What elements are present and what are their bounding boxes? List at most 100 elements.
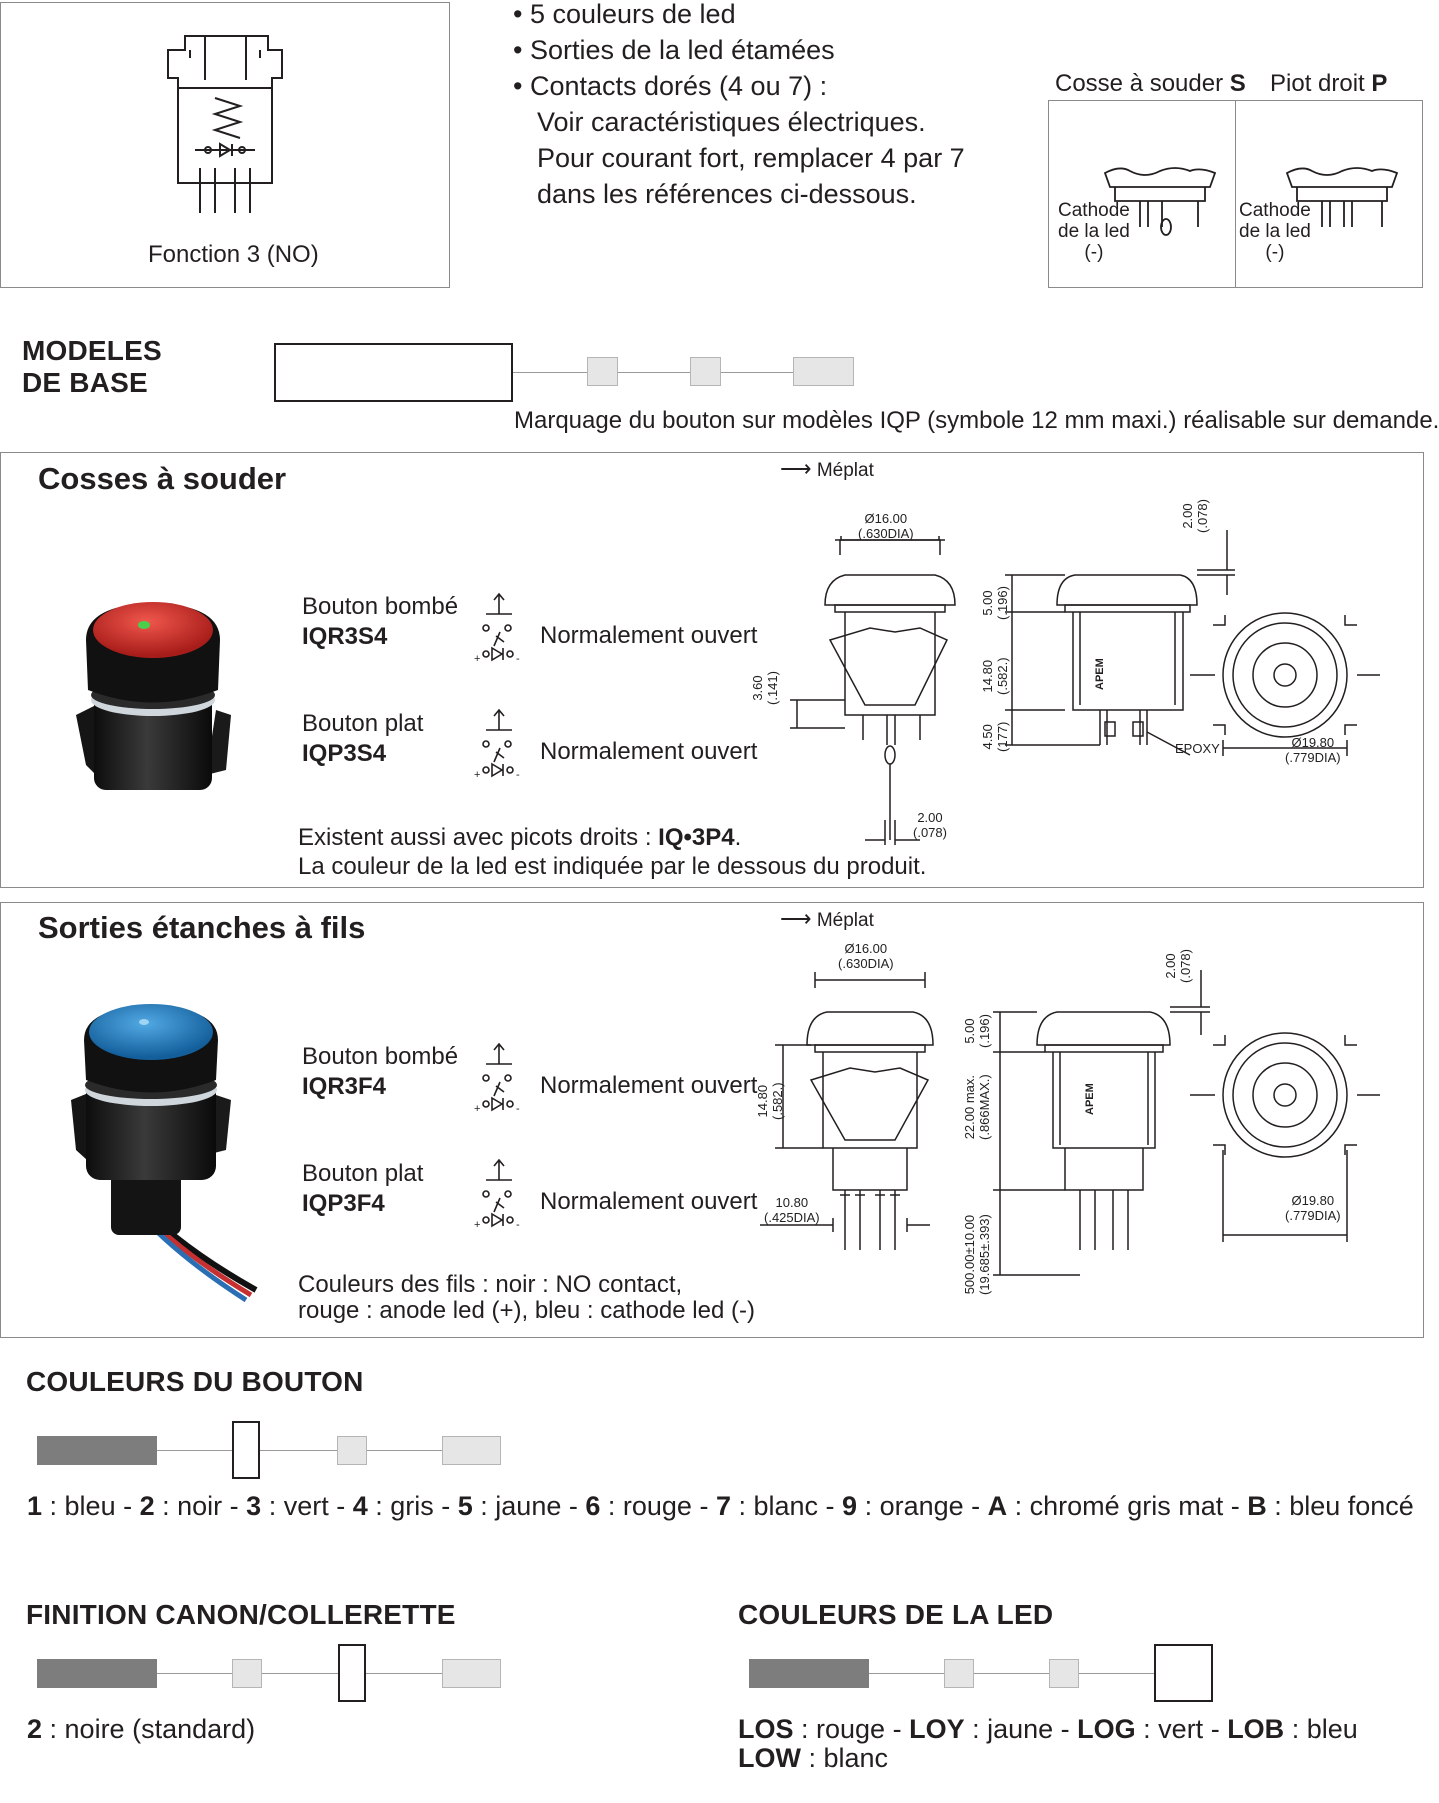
wires-dim-d4: 22.00 max. (.866MAX.) <box>962 1074 992 1140</box>
svg-text:+: + <box>474 653 480 665</box>
solder-dim-d4-in: (.582.) <box>995 657 1010 695</box>
wires-section-box <box>0 902 1424 1338</box>
button-color-code: 4 <box>352 1491 368 1521</box>
solder-dim-d6-mm: 3.60 <box>750 675 765 701</box>
button-color-code: 9 <box>842 1491 858 1521</box>
wires-note-1: Couleurs des fils : noir : NO contact, <box>298 1271 683 1298</box>
no-switch-symbol-icon: + - <box>474 708 520 781</box>
solder-dim-d4-mm: 14.80 <box>980 659 995 693</box>
led-color-code: LOS <box>738 1714 794 1744</box>
wires-dim-d8-mm: Ø19.80 <box>1291 1193 1335 1208</box>
legend-separator: - <box>885 1714 910 1744</box>
cathode-s-line-1: Cathode <box>1058 200 1130 221</box>
solder-dim-d5-in: (177) <box>995 721 1010 752</box>
wires-dim-d7: 500.00±10.00 (19.685±.393) <box>962 1214 992 1295</box>
wires-technical-drawing: APEM <box>760 970 1380 1276</box>
legend-separator: - <box>222 1491 247 1521</box>
button-color-name: : bleu <box>42 1491 116 1521</box>
button-code-color-box <box>232 1421 260 1479</box>
finish-heading: FINITION CANON/COLLERETTE <box>26 1599 456 1630</box>
led-code-slot-3 <box>1049 1659 1079 1688</box>
finish-code-line <box>37 1673 500 1674</box>
led-code-box <box>1154 1644 1213 1702</box>
led-color-name: : vert <box>1135 1714 1204 1744</box>
button-code-slot-3 <box>337 1436 367 1465</box>
led-color-code: LOY <box>909 1714 965 1744</box>
no-switch-symbol-icon: + - <box>474 1042 520 1115</box>
svg-text:-: - <box>516 769 520 781</box>
solder-item-2-type: Bouton plat <box>302 710 424 737</box>
terminal-s-code: S <box>1229 70 1246 97</box>
terminal-p-code: P <box>1371 70 1388 97</box>
legend-separator: - <box>328 1491 353 1521</box>
solder-dim-d6-in: (.141) <box>765 671 780 705</box>
button-color-name: : orange <box>857 1491 964 1521</box>
marking-note: Marquage du bouton sur modèles IQP (symb… <box>514 407 1439 434</box>
bullet-led-outputs: • Sorties de la led étamées <box>513 35 835 65</box>
wires-dim-d3: 5.00 (.196) <box>962 1014 992 1048</box>
svg-text:+: + <box>474 1219 480 1231</box>
wires-note-2: rouge : anode led (+), bleu : cathode le… <box>298 1297 755 1324</box>
wires-dim-d3-mm: 5.00 <box>962 1018 977 1044</box>
button-color-code: 3 <box>246 1491 262 1521</box>
terminal-p-label: Piot droit <box>1270 70 1365 97</box>
led-color-code: LOG <box>1077 1714 1136 1744</box>
button-code-slot-1 <box>37 1436 157 1465</box>
solder-dim-d2-mm: 2.00 <box>1180 503 1195 529</box>
legend-separator: - <box>1203 1714 1228 1744</box>
meplat-arrow-icon: ⟶ <box>780 906 812 931</box>
function-3-switch-drawing <box>167 35 283 213</box>
terminal-s-drawing <box>1103 167 1217 236</box>
bullet-contacts-line-3: dans les références ci-dessous. <box>537 179 917 209</box>
button-color-code: B <box>1247 1491 1267 1521</box>
svg-text:+: + <box>474 769 480 781</box>
cathode-s-line-2: de la led <box>1058 221 1130 242</box>
wires-dim-d5-in: (.582.) <box>770 1082 785 1120</box>
solder-item-2-function: Normalement ouvert <box>540 738 758 765</box>
solder-note-1-suffix: . <box>734 824 742 851</box>
base-code-slot-3 <box>793 357 854 386</box>
button-color-code: 2 <box>139 1491 155 1521</box>
button-color-name: : bleu foncé <box>1266 1491 1414 1521</box>
wires-dim-d8: Ø19.80 (.779DIA) <box>1285 1193 1341 1223</box>
solder-dim-d8-mm: Ø19.80 <box>1291 735 1335 750</box>
wires-dim-d7-in: (19.685±.393) <box>977 1214 992 1295</box>
button-color-name: : noir <box>154 1491 223 1521</box>
solder-item-1-function: Normalement ouvert <box>540 622 758 649</box>
led-color-name: : rouge <box>793 1714 886 1744</box>
button-color-code-line <box>37 1450 500 1451</box>
legend-separator: - <box>1223 1491 1248 1521</box>
legend-separator: - <box>115 1491 140 1521</box>
wires-dim-d2-mm: 2.00 <box>1163 953 1178 979</box>
solder-technical-drawing: APEM <box>790 530 1380 845</box>
solder-dim-d8: Ø19.80 (.779DIA) <box>1285 735 1341 765</box>
wires-dim-d6-mm: 10.80 <box>775 1195 809 1210</box>
svg-text:-: - <box>516 1219 520 1231</box>
solder-dim-d4: 14.80 (.582.) <box>980 657 1010 695</box>
led-color-code: LOB <box>1227 1714 1285 1744</box>
led-legend-line-1: LOS : rouge - LOY : jaune - LOG : vert -… <box>738 1714 1358 1745</box>
wires-dim-d5: 14.80 (.582.) <box>755 1082 785 1120</box>
button-color-name: : blanc <box>730 1491 819 1521</box>
solder-dim-d2: 2.00 (.078) <box>1180 499 1210 533</box>
wires-dim-d6: 10.80 (.425DIA) <box>764 1195 820 1225</box>
led-color-name: : jaune <box>964 1714 1054 1744</box>
solder-item-2-ref: IQP3S4 <box>302 740 387 767</box>
button-color-name: : gris <box>367 1491 434 1521</box>
solder-epoxy-label: EPOXY <box>1175 741 1220 756</box>
solder-section-box <box>0 452 1424 888</box>
base-models-heading-1: MODELES <box>22 335 162 366</box>
button-color-code: 6 <box>585 1491 601 1521</box>
cathode-p-line-3: (-) <box>1265 242 1285 263</box>
wires-meplat-text: Méplat <box>816 910 874 931</box>
wires-dim-d6-in: (.425DIA) <box>764 1210 820 1225</box>
terminal-p-drawing <box>1285 167 1399 227</box>
led-color-code: LOW <box>738 1743 801 1773</box>
red-button-photo <box>76 602 231 790</box>
wires-dim-d2: 2.00 (.078) <box>1163 949 1193 983</box>
solder-section-title: Cosses à souder <box>38 461 287 496</box>
solder-note-2: La couleur de la led est indiquée par le… <box>298 853 927 880</box>
finish-code-slot-1 <box>37 1659 157 1688</box>
finish-code-slot-2 <box>232 1659 262 1688</box>
wires-dim-d3-in: (.196) <box>977 1014 992 1048</box>
